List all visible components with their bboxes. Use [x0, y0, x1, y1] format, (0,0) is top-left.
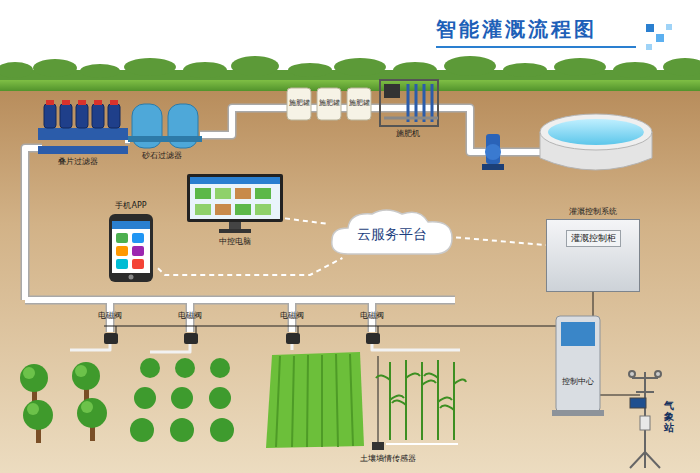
ground: [0, 80, 700, 473]
part-label: 施肥罐: [319, 100, 340, 108]
dashed-connector: [285, 218, 328, 223]
device-caption: 中控电脑: [219, 236, 251, 247]
vertical-label: 气象站: [664, 400, 674, 433]
sand-filters: [128, 104, 202, 148]
part-label: 控制中心: [562, 378, 594, 387]
tree-line: [0, 56, 700, 84]
control-kiosk: [552, 316, 604, 416]
fertigation-machine: [380, 80, 438, 126]
solenoid-valves: [104, 333, 380, 344]
phone-icon: [108, 213, 154, 283]
grass-field: [266, 352, 364, 448]
title-block: 智能灌溉流程图: [436, 16, 597, 43]
control-cabinet: 灌溉控制柜: [546, 219, 640, 292]
water-pump: [482, 134, 504, 170]
part-label: 电磁阀: [360, 312, 384, 321]
part-label: 施肥机: [396, 130, 420, 139]
fertilizer-tanks: [287, 88, 371, 120]
dashed-connector: [456, 237, 546, 245]
soil-sensor: [372, 442, 384, 450]
cabinet-node: 灌溉控制系统灌溉控制柜: [546, 206, 640, 292]
sky: [0, 0, 700, 90]
part-label: 叠片过滤器: [58, 158, 98, 167]
part-label: 施肥罐: [349, 100, 370, 108]
part-label: 施肥罐: [289, 100, 310, 108]
device-caption: 灌溉控制系统: [569, 206, 617, 217]
monitor-icon: [185, 172, 285, 234]
dashed-connector: [158, 258, 342, 275]
water-pipes: [25, 108, 548, 352]
disc-filters: [38, 100, 128, 154]
part-label: 土壤墒情传感器: [360, 455, 416, 464]
part-label: 砂石过滤器: [142, 152, 182, 161]
corn-field: [376, 360, 466, 444]
part-label: 电磁阀: [178, 312, 202, 321]
weather-station: [629, 371, 661, 468]
part-label: 电磁阀: [280, 312, 304, 321]
diagram-title: 智能灌溉流程图: [436, 16, 597, 43]
device-caption: 手机APP: [115, 200, 146, 211]
part-label: 电磁阀: [98, 312, 122, 321]
water-pool: [540, 114, 652, 170]
cloud-label: 云服务平台: [357, 226, 427, 244]
control-wires: [104, 292, 640, 444]
orchard-field: [20, 362, 107, 443]
shrub-field: [130, 358, 234, 442]
monitor-node: 中控电脑: [185, 172, 285, 252]
cabinet-text: 灌溉控制柜: [566, 230, 621, 247]
cloud-node: 云服务平台: [328, 206, 456, 258]
phone-node: 手机APP: [104, 200, 158, 284]
